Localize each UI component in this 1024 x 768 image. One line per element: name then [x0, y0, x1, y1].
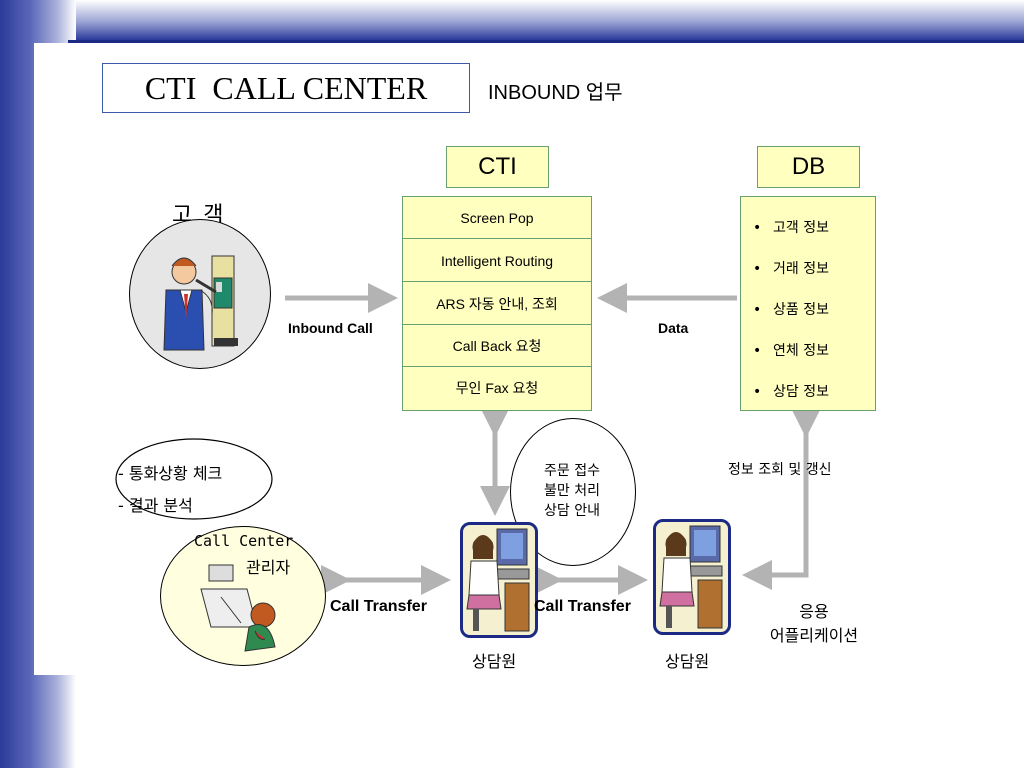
title-box: CTI CALL CENTER [102, 63, 470, 113]
bubble-line: 불만 처리 [544, 483, 600, 499]
db-label: DB [757, 146, 860, 188]
manager-tasks-bubble [115, 438, 273, 520]
manager-icon [200, 564, 276, 652]
db-item: •연체 정보 [753, 343, 829, 359]
db-item: •상품 정보 [753, 302, 829, 318]
db-info-box: •고객 정보 •거래 정보 •상품 정보 •연체 정보 •상담 정보 [740, 196, 876, 411]
cti-item: ARS 자동 안내, 조회 [403, 283, 591, 325]
cti-label: CTI [446, 146, 549, 188]
top-divider-line [68, 40, 1024, 43]
call-transfer-label-1: Call Transfer [330, 598, 427, 615]
agent-2-icon [659, 525, 723, 629]
bubble-line: 주문 접수 [544, 463, 600, 479]
inbound-call-label: Inbound Call [288, 320, 373, 336]
subtitle: INBOUND 업무 [488, 82, 623, 104]
agent-2-label: 상담원 [665, 652, 710, 671]
title-text: CTI CALL CENTER [144, 69, 428, 106]
customer-circle [129, 219, 271, 369]
db-query-label: 정보 조회 및 갱신 [728, 462, 832, 478]
agent-2-card [653, 519, 731, 635]
bubble-line: 상담 안내 [544, 503, 600, 519]
app-label-1: 응용 [799, 602, 829, 621]
app-label-2: 어플리케이션 [769, 626, 859, 645]
db-item: •거래 정보 [753, 261, 829, 277]
manager-task: - 결과 분석 [118, 496, 193, 515]
manager-label-2: 관리자 [246, 558, 291, 577]
agent-1-card [460, 522, 538, 638]
cti-item: Screen Pop [403, 197, 591, 239]
db-item: •상담 정보 [753, 384, 829, 400]
manager-circle [160, 526, 326, 666]
manager-label-1: Call Center [194, 532, 294, 550]
call-transfer-label-2: Call Transfer [534, 598, 631, 615]
db-agent-arrow [742, 408, 821, 590]
cti-item: Intelligent Routing [403, 240, 591, 282]
agent-1-icon [466, 528, 530, 632]
data-label: Data [658, 320, 689, 336]
cti-item: Call Back 요청 [403, 325, 591, 367]
agent-1-label: 상담원 [472, 652, 517, 671]
cti-item: 무인 Fax 요청 [455, 380, 539, 396]
top-gradient-bar [76, 0, 1024, 40]
manager-task: - 통화상황 체크 [118, 464, 223, 483]
db-item: •고객 정보 [753, 220, 829, 236]
customer-phone-icon [163, 255, 238, 351]
cti-function-box: Screen Pop Intelligent Routing ARS 자동 안내… [402, 196, 592, 411]
